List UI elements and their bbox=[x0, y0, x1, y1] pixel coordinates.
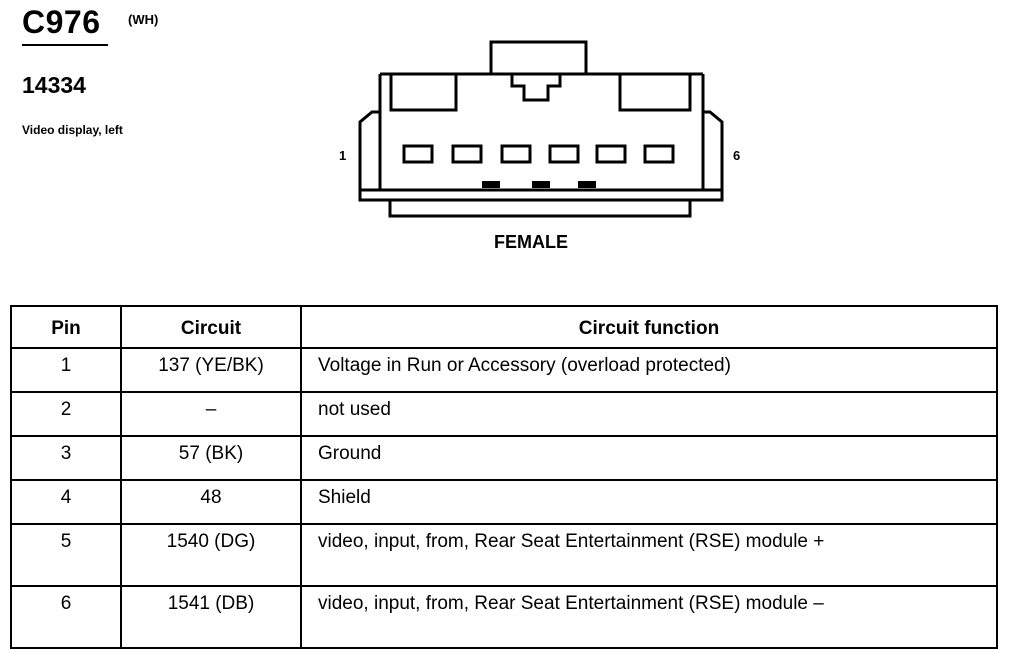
cell-circuit: 1541 (DB) bbox=[120, 585, 302, 649]
cell-circuit: 137 (YE/BK) bbox=[120, 347, 302, 393]
connector-color: (WH) bbox=[128, 12, 159, 27]
key-notch-3 bbox=[578, 181, 596, 188]
connector-right-flange bbox=[703, 110, 724, 192]
cell-function: Voltage in Run or Accessory (overload pr… bbox=[300, 347, 998, 393]
connector-latch-tab bbox=[510, 74, 562, 102]
connector-description: Video display, left bbox=[22, 123, 123, 137]
pin-cavity-1 bbox=[402, 144, 434, 164]
connector-id: C976 bbox=[22, 4, 101, 40]
cell-circuit: 57 (BK) bbox=[120, 435, 302, 481]
table-header-row: Pin Circuit Circuit function bbox=[10, 305, 998, 349]
table-row: 1 137 (YE/BK) Voltage in Run or Accessor… bbox=[10, 347, 998, 393]
key-notch-2 bbox=[532, 181, 550, 188]
cell-circuit: 1540 (DG) bbox=[120, 523, 302, 587]
cell-function: video, input, from, Rear Seat Entertainm… bbox=[300, 523, 998, 587]
connector-right-recess bbox=[618, 74, 692, 112]
cell-pin: 1 bbox=[10, 347, 122, 393]
table-row: 5 1540 (DG) video, input, from, Rear Sea… bbox=[10, 523, 998, 587]
cell-pin: 6 bbox=[10, 585, 122, 649]
header-pin: Pin bbox=[10, 305, 122, 349]
connector-body bbox=[378, 74, 705, 192]
part-number: 14334 bbox=[22, 72, 86, 98]
cell-function: Shield bbox=[300, 479, 998, 525]
pin-cavity-3 bbox=[500, 144, 532, 164]
pin-cavity-6 bbox=[643, 144, 675, 164]
cell-function: Ground bbox=[300, 435, 998, 481]
connector-id-underline bbox=[22, 44, 108, 46]
cell-circuit: 48 bbox=[120, 479, 302, 525]
connector-base bbox=[358, 190, 724, 202]
pin-cavity-2 bbox=[451, 144, 483, 164]
table-row: 2 – not used bbox=[10, 391, 998, 437]
cell-pin: 4 bbox=[10, 479, 122, 525]
pin-start-label: 1 bbox=[339, 148, 347, 163]
pin-table: Pin Circuit Circuit function 1 137 (YE/B… bbox=[10, 305, 998, 649]
cell-function: video, input, from, Rear Seat Entertainm… bbox=[300, 585, 998, 649]
key-notch-1 bbox=[482, 181, 500, 188]
connector-left-recess bbox=[389, 74, 458, 112]
connector-gender: FEMALE bbox=[494, 232, 568, 252]
pin-end-label: 6 bbox=[733, 148, 741, 163]
connector-foot bbox=[388, 200, 692, 218]
table-row: 6 1541 (DB) video, input, from, Rear Sea… bbox=[10, 585, 998, 649]
connector-latch bbox=[489, 40, 588, 74]
cell-pin: 3 bbox=[10, 435, 122, 481]
pin-cavity-4 bbox=[548, 144, 580, 164]
connector-left-flange bbox=[358, 110, 380, 192]
header-circuit: Circuit bbox=[120, 305, 302, 349]
cell-function: not used bbox=[300, 391, 998, 437]
connector-face-diagram bbox=[358, 40, 724, 218]
pin-cavity-5 bbox=[595, 144, 627, 164]
table-row: 3 57 (BK) Ground bbox=[10, 435, 998, 481]
cell-pin: 5 bbox=[10, 523, 122, 587]
cell-circuit: – bbox=[120, 391, 302, 437]
header-function: Circuit function bbox=[300, 305, 998, 349]
cell-pin: 2 bbox=[10, 391, 122, 437]
table-row: 4 48 Shield bbox=[10, 479, 998, 525]
